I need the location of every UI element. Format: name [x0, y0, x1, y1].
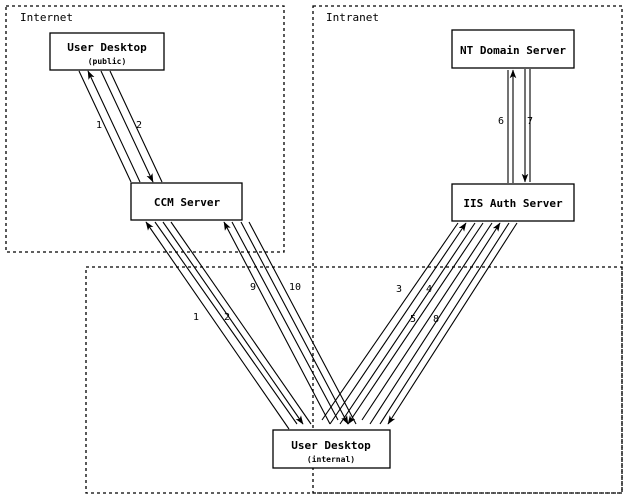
flow-line-2-public-edge	[78, 70, 132, 183]
flow-line-1-public-edge	[109, 70, 163, 183]
edge-label-6: 6	[498, 116, 504, 127]
flow-group-internal-iis-58	[361, 222, 518, 425]
edge-label-7: 7	[527, 116, 533, 127]
node-title-user-desktop-internal: User Desktop	[291, 439, 371, 452]
node-iis-auth-server[interactable]: IIS Auth Server	[451, 183, 575, 222]
node-subtitle-user-desktop-public: (public)	[88, 56, 127, 66]
node-nt-domain-server[interactable]: NT Domain Server	[451, 29, 575, 69]
node-title-user-desktop-public: User Desktop	[67, 41, 147, 54]
flow-line-3-edge	[321, 222, 459, 421]
node-subtitle-user-desktop-internal: (internal)	[307, 454, 355, 464]
edge-label-2-top: 2	[136, 120, 142, 131]
flow-line-4	[347, 222, 484, 425]
flow-line-2-internal-edge	[170, 221, 312, 425]
flow-group-public-ccm	[78, 70, 163, 183]
flow-line-4-edge	[339, 222, 476, 425]
zone-lower-border	[85, 266, 623, 494]
flow-group-internal-iis-34	[321, 222, 484, 425]
edge-label-4: 4	[426, 284, 432, 295]
flow-line-2-internal	[162, 221, 304, 425]
node-title-nt-domain-server: NT Domain Server	[460, 44, 566, 57]
edge-label-1-top: 1	[96, 120, 102, 131]
zone-label-internet: Internet	[20, 11, 73, 24]
flow-line-9-edge	[231, 221, 339, 421]
node-box-nt-domain-server[interactable]	[451, 29, 575, 69]
edge-label-2-bottom: 2	[224, 312, 230, 323]
flow-line-10	[240, 221, 349, 425]
node-user-desktop-public[interactable]: User Desktop (public)	[49, 32, 165, 71]
zone-boundaries	[5, 5, 623, 494]
flow-line-1-internal	[145, 221, 290, 430]
flow-line-8	[387, 222, 518, 425]
node-title-ccm-server: CCM Server	[154, 196, 221, 209]
zone-internet-border	[5, 5, 285, 253]
zone-intranet-border	[312, 5, 623, 494]
flow-line-3	[329, 222, 467, 425]
edge-label-8: 8	[433, 314, 439, 325]
node-ccm-server[interactable]: CCM Server	[130, 182, 243, 221]
node-box-iis-auth-server[interactable]	[451, 183, 575, 222]
edge-label-5: 5	[410, 314, 416, 325]
edge-label-3: 3	[396, 284, 402, 295]
flow-group-internal-ccm-12	[145, 221, 312, 430]
node-box-user-desktop-public[interactable]	[49, 32, 165, 71]
node-box-user-desktop-internal[interactable]	[272, 429, 391, 469]
flow-line-9	[223, 221, 331, 425]
edge-label-1-bottom: 1	[193, 312, 199, 323]
flow-line-2-public	[87, 70, 141, 183]
flow-line-5	[369, 222, 501, 425]
flow-line-10-edge	[248, 221, 357, 425]
edge-label-10: 10	[289, 282, 301, 293]
edge-step-labels: 1 2 6 7 9 10 3 4 5 8 1 2	[96, 116, 533, 325]
edge-label-9: 9	[250, 282, 256, 293]
node-user-desktop-internal[interactable]: User Desktop (internal)	[272, 429, 391, 469]
flow-group-iis-ntdomain	[507, 69, 531, 183]
flow-line-5-edge	[361, 222, 493, 421]
flow-line-1-public	[100, 70, 154, 183]
flow-line-8-edge	[379, 222, 510, 425]
node-title-iis-auth-server: IIS Auth Server	[463, 197, 563, 210]
node-box-ccm-server[interactable]	[130, 182, 243, 221]
flow-group-internal-ccm-910	[223, 221, 357, 425]
zone-label-intranet: Intranet	[326, 11, 379, 24]
flow-line-1-internal-edge	[154, 221, 298, 425]
